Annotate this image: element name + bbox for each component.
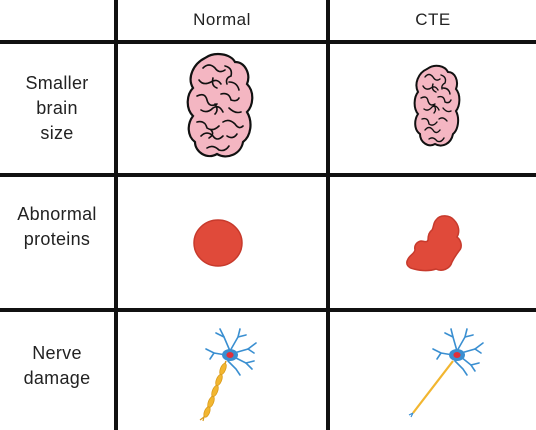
brain-icon <box>413 64 461 147</box>
row-label-line: Nerve <box>32 343 82 363</box>
neuron-icon <box>199 328 257 422</box>
row-label-nerve-damage: Nerve damage <box>0 312 114 420</box>
row-label-line: Smaller <box>25 73 89 93</box>
row-label-abnormal-proteins: Abnormal proteins <box>0 177 114 277</box>
column-header-cte: CTE <box>415 10 451 29</box>
grid-line-vertical-1 <box>114 0 118 430</box>
grid-line-horizontal-1 <box>0 40 536 44</box>
grid-line-vertical-2 <box>326 0 330 430</box>
grid-line-horizontal-2 <box>0 173 536 177</box>
protein-blob-icon <box>193 219 243 267</box>
row-label-line: damage <box>23 368 91 388</box>
row-label-smaller-brain-size: Smaller brain size <box>0 44 114 173</box>
neuron-icon <box>408 328 484 418</box>
row-label-line: proteins <box>23 229 91 249</box>
row-label-line: size <box>40 123 74 143</box>
row-label-line: Abnormal <box>17 204 97 224</box>
row-label-line: brain <box>36 98 78 118</box>
brain-icon <box>186 52 254 158</box>
grid-line-horizontal-3 <box>0 308 536 312</box>
column-header-normal: Normal <box>193 10 251 29</box>
protein-blob-icon <box>406 215 462 272</box>
